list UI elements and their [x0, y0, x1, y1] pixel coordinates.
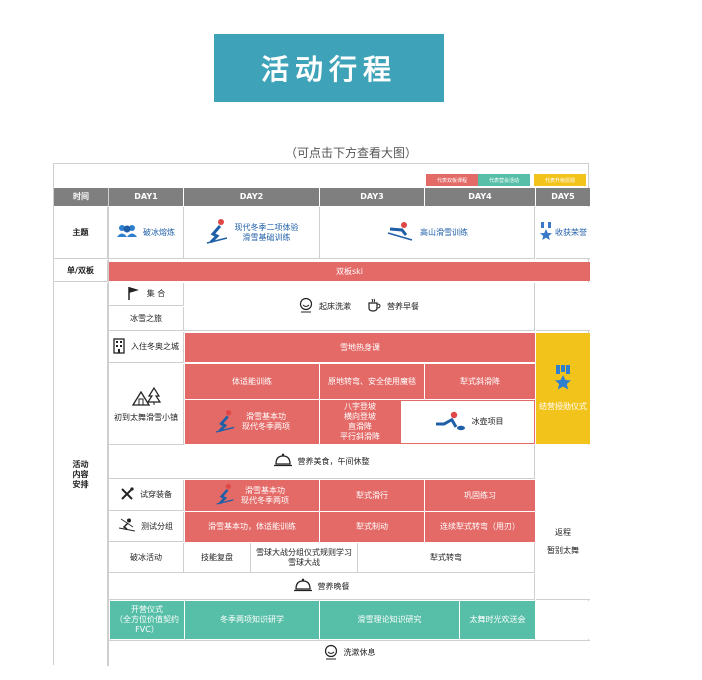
theme-day1: 破冰熔炼 — [109, 207, 184, 259]
r6-knowledge: 冬季两项知识研学 — [185, 601, 319, 639]
day5-return: 返程 暂别太舞 — [536, 445, 590, 600]
r3-plow: 犁式滑行 — [320, 480, 424, 511]
skier-icon-3 — [215, 483, 235, 508]
r2-award: 结营授勋仪式 — [536, 333, 590, 444]
header-day5: DAY5 — [536, 188, 590, 206]
r1-morning: 起床洗漱 营养早餐 — [184, 283, 535, 331]
r2-curling: 冰壶项目 — [400, 400, 535, 444]
theme-label: 主题 — [54, 207, 108, 259]
legend-camp: 代表营会活动 — [478, 174, 530, 186]
r1-day5 — [536, 283, 590, 331]
r2-fitness: 体适能训练 — [185, 364, 319, 399]
tools-icon — [120, 486, 134, 504]
lunch-row: 营养美食，午间休整 — [109, 445, 535, 479]
r5-review: 技能复盘 — [184, 543, 251, 573]
theme-day34: 高山滑雪训练 — [320, 207, 535, 259]
r2-plow: 犁式斜滑降 — [425, 364, 535, 399]
dinner-row: 营养晚餐 — [109, 574, 535, 600]
cloche-icon-2 — [293, 578, 312, 595]
r4-brake: 犁式制动 — [320, 512, 424, 542]
curling-icon — [432, 411, 466, 434]
medal-icon — [539, 222, 553, 243]
downhill-skier-icon — [386, 221, 414, 244]
r1-day1-bottom: 冰雪之旅 — [109, 307, 184, 331]
flag-icon — [127, 286, 141, 303]
town-icon — [131, 386, 162, 409]
award-medal-icon — [553, 365, 573, 394]
r4-continuous: 连续犁式转弯（用刃） — [425, 512, 535, 542]
r4-day1: 测试分组 — [109, 512, 184, 542]
r2-day1b: 初到太舞滑雪小镇 — [109, 364, 184, 445]
board-label: 单/双板 — [54, 260, 108, 282]
divider — [108, 188, 109, 666]
subtitle-hint[interactable]: （可点击下方查看大图） — [284, 146, 417, 160]
header-time: 时间 — [54, 188, 108, 206]
wash-icon — [299, 297, 313, 316]
r1-day1-top: 集 合 — [109, 283, 184, 306]
schedule-table[interactable]: 代表双板课程 代表营会活动 代表升级授勋 时间 DAY1 DAY2 DAY3 D… — [53, 163, 590, 666]
theme-day34-text: 高山滑雪训练 — [420, 227, 468, 237]
activity-label: 活动 内容 安排 — [54, 283, 108, 666]
group-icon — [117, 224, 137, 241]
r5-snowball: 雪球大战分组仪式规则学习 雪球大战 — [251, 543, 358, 573]
r4-basics: 滑雪基本功，体适能训练 — [185, 512, 319, 542]
r7-rest: 洗漱休息 — [109, 640, 590, 665]
header-day4: DAY4 — [425, 188, 535, 206]
wash-icon-2 — [324, 644, 338, 663]
r5-turn: 犁式转弯 — [358, 543, 535, 573]
r3-day1: 试穿装备 — [109, 480, 184, 511]
building-icon — [113, 337, 125, 357]
skier-icon — [205, 218, 229, 247]
theme-day2-line1: 现代冬季二项体验 — [234, 222, 299, 232]
theme-day2: 现代冬季二项体验 滑雪基础训练 — [184, 207, 320, 259]
r2-day1: 入住冬奥之城 — [109, 332, 184, 363]
r5-day1: 破冰活动 — [109, 543, 184, 573]
legend-ski: 代表双板课程 — [426, 174, 478, 186]
header-day1: DAY1 — [109, 188, 183, 206]
board-value: 双板ski — [109, 262, 590, 281]
r6-day5 — [536, 601, 590, 639]
skier-icon-2 — [214, 409, 236, 436]
ski-icon — [118, 518, 136, 535]
theme-day1-text: 破冰熔炼 — [143, 227, 175, 237]
cloche-icon — [273, 453, 292, 470]
r2-basics: 滑雪基本功 现代冬季两项 — [185, 400, 319, 444]
r2-slope: 八字登坡 横向登坡 直滑降 平行斜滑降 — [320, 400, 400, 444]
legend-award: 代表升级授勋 — [534, 174, 586, 186]
r6-opening: 开营仪式 （全方位价值契约 FVC） — [110, 601, 184, 639]
theme-day5-text: 收获荣誉 — [555, 227, 587, 237]
r3-basics: 滑雪基本功 现代冬季两项 — [185, 480, 319, 511]
theme-day2-line2: 滑雪基础训练 — [242, 232, 291, 242]
header-day2: DAY2 — [184, 188, 319, 206]
r6-party: 太舞时光欢送会 — [460, 601, 535, 639]
r2-warmup: 雪地热身课 — [185, 333, 535, 362]
r2-turn: 原地转弯、安全使用魔毯 — [320, 364, 424, 399]
coffee-icon — [367, 298, 381, 315]
header-day3: DAY3 — [320, 188, 424, 206]
r3-consolidate: 巩固练习 — [425, 480, 535, 511]
banner-title: 活动行程 — [214, 34, 444, 102]
r6-theory: 滑雪理论知识研究 — [320, 601, 459, 639]
theme-day5: 收获荣誉 — [536, 207, 590, 259]
